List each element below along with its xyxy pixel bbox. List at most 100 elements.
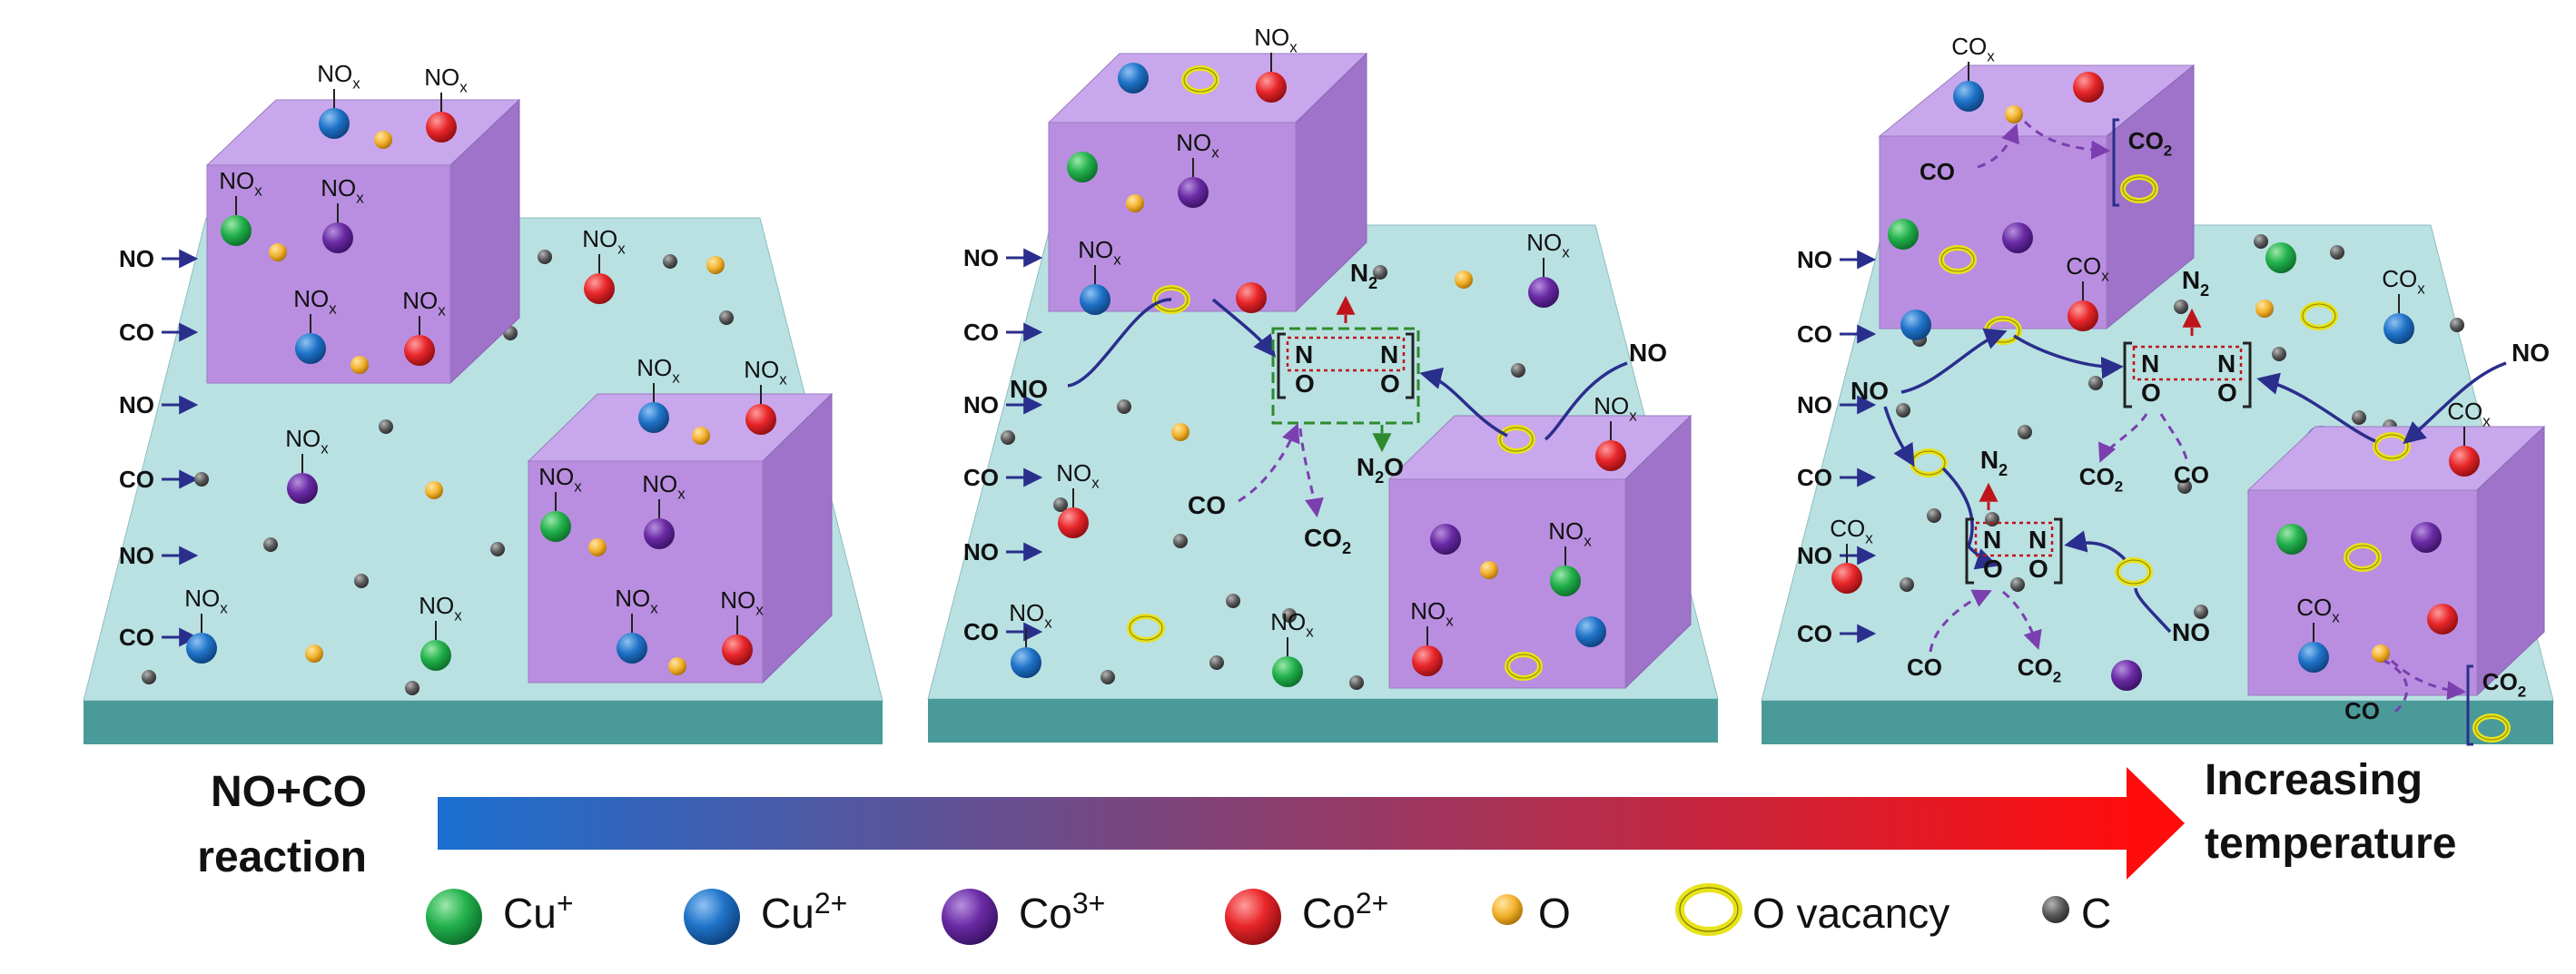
nitrogen-label: N bbox=[1295, 340, 1313, 369]
oxygen-label: O bbox=[1380, 369, 1400, 398]
species-main: NO bbox=[1410, 597, 1446, 625]
vacancy-to-intermediate-arrow bbox=[2013, 334, 2124, 379]
gas-inflow-no: NO bbox=[963, 391, 1043, 418]
carbon-atom bbox=[2088, 376, 2103, 390]
inflow-label: CO bbox=[1797, 620, 1832, 647]
species-label: COx bbox=[1951, 33, 1995, 64]
adsorbed-nox-site: NOx bbox=[1548, 517, 1592, 596]
adsorbed-nox-site: NOx bbox=[538, 463, 582, 542]
species-label: COx bbox=[2382, 265, 2425, 297]
gas-inflow-co: CO bbox=[119, 319, 199, 346]
legend-item: Cu2+ bbox=[684, 887, 847, 945]
co-to-oxygen-arrow bbox=[1977, 123, 2019, 169]
species-label: NOx bbox=[1548, 517, 1592, 549]
legend-label: O vacancy bbox=[1752, 890, 1949, 937]
cu-2plus-atom bbox=[295, 333, 326, 364]
species-label: NOx bbox=[744, 356, 787, 388]
species-main: NO bbox=[317, 60, 352, 87]
oxygen-vacancy bbox=[2120, 174, 2158, 203]
co-2plus-atom bbox=[1058, 507, 1089, 538]
adsorbed-cox-site: COx bbox=[1951, 33, 1995, 112]
no-right-path bbox=[1544, 361, 1628, 441]
oxygen-vacancy bbox=[1505, 652, 1543, 681]
cu-plus-atom bbox=[540, 511, 571, 542]
oxygen-atom bbox=[425, 481, 443, 499]
oxygen-label: O bbox=[2217, 379, 2237, 407]
legend-item: Co3+ bbox=[942, 887, 1105, 945]
carbon-atom bbox=[263, 537, 278, 552]
species-main: NO bbox=[1526, 229, 1562, 256]
species-subscript: x bbox=[459, 78, 468, 95]
species-subscript: x bbox=[1865, 529, 1873, 546]
vacancy-to-intermediate-arrow bbox=[1967, 545, 1999, 570]
oxygen-vacancy bbox=[1939, 245, 1977, 274]
co-2plus-atom bbox=[2449, 446, 2480, 477]
co-3plus-atom bbox=[1430, 524, 1461, 555]
adsorbed-nox-site: NOx bbox=[1594, 392, 1637, 471]
species-label: NOx bbox=[184, 585, 228, 616]
oxide-cube bbox=[205, 98, 521, 385]
species-main: NO bbox=[285, 425, 321, 452]
adsorbed-nox-site: NOx bbox=[321, 174, 364, 253]
nitrogen-label: N bbox=[1983, 526, 2001, 554]
oxygen-atom bbox=[2372, 644, 2390, 663]
carbon-atom bbox=[2174, 300, 2188, 314]
species-main: NO bbox=[1270, 608, 1306, 635]
species-tail: O bbox=[1384, 453, 1404, 481]
co-2plus-atom bbox=[722, 635, 753, 665]
cu-plus-atom bbox=[1067, 152, 1098, 182]
carbon-atom bbox=[1282, 608, 1297, 623]
legend-swatch bbox=[942, 889, 998, 945]
oxygen-atom bbox=[374, 131, 392, 149]
no-reactant-label: NO bbox=[2512, 339, 2550, 367]
inflow-label: CO bbox=[1797, 320, 1832, 348]
species-subscript: x bbox=[1211, 143, 1219, 161]
temperature-arrow-head bbox=[2127, 767, 2185, 880]
legend-label: Co3+ bbox=[1019, 887, 1105, 937]
species-label: COx bbox=[2296, 594, 2340, 625]
oxygen-atom bbox=[2255, 300, 2274, 318]
species-main: NO bbox=[642, 470, 677, 497]
carbon-atom bbox=[2254, 234, 2268, 249]
species-subscript: x bbox=[1044, 614, 1052, 631]
inflow-label: NO bbox=[1797, 391, 1832, 418]
species-main: CO bbox=[2128, 127, 2164, 154]
nitrogen-label: N bbox=[2141, 349, 2159, 378]
oxygen-atom bbox=[588, 538, 607, 556]
species-label: NOx bbox=[424, 64, 468, 95]
carbon-atom bbox=[538, 250, 552, 264]
species-label: NOx bbox=[293, 285, 337, 317]
co2-release-arrow bbox=[2097, 413, 2148, 463]
species-main: NO bbox=[1254, 24, 1289, 51]
adsorbed-nox-site: NOx bbox=[642, 470, 686, 549]
oxygen-vacancy bbox=[2472, 713, 2511, 743]
species-main: CO bbox=[2296, 594, 2332, 621]
oxygen-atom bbox=[305, 644, 323, 663]
species-label: CO2 bbox=[1304, 524, 1351, 557]
species-subscript: x bbox=[1446, 612, 1454, 629]
carbon-atom bbox=[1117, 399, 1131, 414]
legend-item: O bbox=[1492, 890, 1571, 937]
co-3plus-atom bbox=[2411, 522, 2442, 553]
carbon-atom bbox=[1349, 675, 1364, 690]
species-subscript: 2 bbox=[2164, 142, 2172, 159]
carbon-atom bbox=[2450, 318, 2464, 332]
vacancy-to-intermediate-arrow bbox=[2256, 372, 2376, 443]
oxygen-atom bbox=[1455, 271, 1473, 289]
species-main: NO bbox=[1056, 459, 1091, 487]
species-subscript: x bbox=[672, 369, 680, 386]
cu-2plus-atom bbox=[638, 402, 669, 433]
oxygen-atom bbox=[1480, 561, 1498, 579]
species-main: NO bbox=[1078, 236, 1113, 263]
species-label: NOx bbox=[582, 225, 626, 257]
species-label: NOx bbox=[419, 592, 462, 624]
species-subscript: x bbox=[2332, 608, 2340, 625]
carbon-atom bbox=[2010, 577, 2025, 592]
carbon-atom bbox=[2194, 605, 2208, 619]
oxygen-atom bbox=[668, 657, 686, 675]
inflow-label: CO bbox=[963, 464, 999, 491]
carbon-atom bbox=[490, 542, 505, 556]
species-label: NOx bbox=[1594, 392, 1637, 424]
